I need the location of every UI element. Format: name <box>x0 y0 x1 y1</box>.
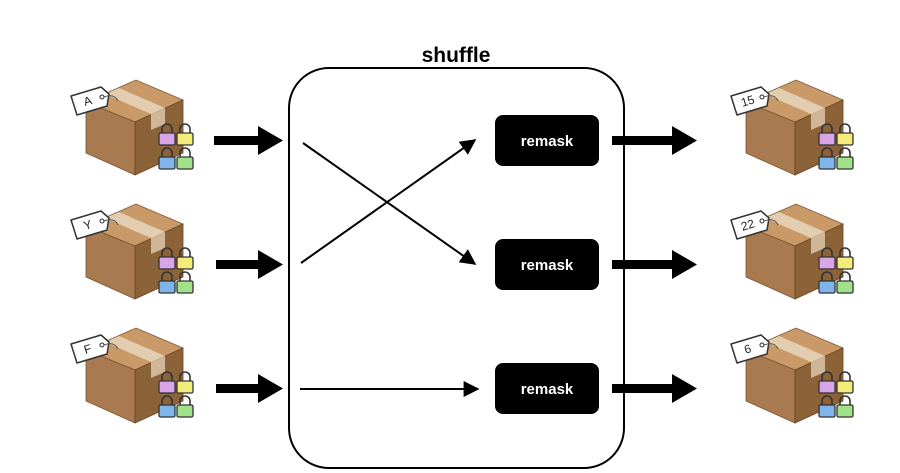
yellow-lock-icon <box>176 123 194 146</box>
blue-lock-icon <box>818 147 836 170</box>
tag-icon: F <box>70 334 119 364</box>
tag-label: 15 <box>739 92 756 109</box>
yellow-lock-icon <box>836 247 854 270</box>
purple-lock-icon <box>158 123 176 146</box>
purple-lock-icon <box>818 247 836 270</box>
output-package-3: 6 <box>730 327 854 424</box>
tag-icon: Y <box>70 210 119 240</box>
yellow-lock-icon <box>176 371 194 394</box>
blue-lock-icon <box>818 271 836 294</box>
cardboard-box-icon <box>84 203 184 300</box>
input-arrow-1 <box>214 126 283 155</box>
yellow-lock-icon <box>836 371 854 394</box>
tag-icon: 6 <box>730 334 779 364</box>
input-arrow-2 <box>216 250 283 279</box>
purple-lock-icon <box>818 371 836 394</box>
cardboard-box-icon <box>84 327 184 424</box>
blue-lock-icon <box>158 147 176 170</box>
cardboard-box-icon <box>84 79 184 176</box>
tag-label: A <box>82 93 94 109</box>
remask-label: remask <box>521 381 574 398</box>
shuffle-line-a-to-2 <box>302 142 477 265</box>
green-lock-icon <box>176 271 194 294</box>
input-package-2: Y <box>70 203 194 300</box>
tag-icon: 22 <box>730 210 779 240</box>
remask-block-3: remask <box>495 363 599 414</box>
remask-label: remask <box>521 257 574 274</box>
shuffle-title: shuffle <box>422 44 491 67</box>
tag-icon: 15 <box>730 86 779 116</box>
blue-lock-icon <box>818 395 836 418</box>
cardboard-box-icon <box>744 203 844 300</box>
output-package-2: 22 <box>730 203 854 300</box>
output-arrow-3 <box>612 374 697 403</box>
cardboard-box-icon <box>744 79 844 176</box>
output-arrow-1 <box>612 126 697 155</box>
purple-lock-icon <box>158 371 176 394</box>
blue-lock-icon <box>158 395 176 418</box>
yellow-lock-icon <box>176 247 194 270</box>
blue-lock-icon <box>158 271 176 294</box>
input-arrow-3 <box>216 374 283 403</box>
remask-label: remask <box>521 133 574 150</box>
shuffle-line-y-to-1 <box>300 139 477 264</box>
remask-block-1: remask <box>495 115 599 166</box>
input-package-3: F <box>70 327 194 424</box>
output-arrow-2 <box>612 250 697 279</box>
green-lock-icon <box>836 395 854 418</box>
remask-block-2: remask <box>495 239 599 290</box>
tag-label: Y <box>82 217 94 233</box>
green-lock-icon <box>176 395 194 418</box>
tag-label: F <box>82 341 93 357</box>
tag-icon: A <box>70 86 119 116</box>
yellow-lock-icon <box>836 123 854 146</box>
tag-label: 6 <box>742 341 753 356</box>
tag-label: 22 <box>739 216 756 233</box>
output-package-1: 15 <box>730 79 854 176</box>
green-lock-icon <box>176 147 194 170</box>
purple-lock-icon <box>158 247 176 270</box>
purple-lock-icon <box>818 123 836 146</box>
green-lock-icon <box>836 147 854 170</box>
packages: A Y F 15 22 6 <box>70 79 854 424</box>
input-package-1: A <box>70 79 194 176</box>
green-lock-icon <box>836 271 854 294</box>
